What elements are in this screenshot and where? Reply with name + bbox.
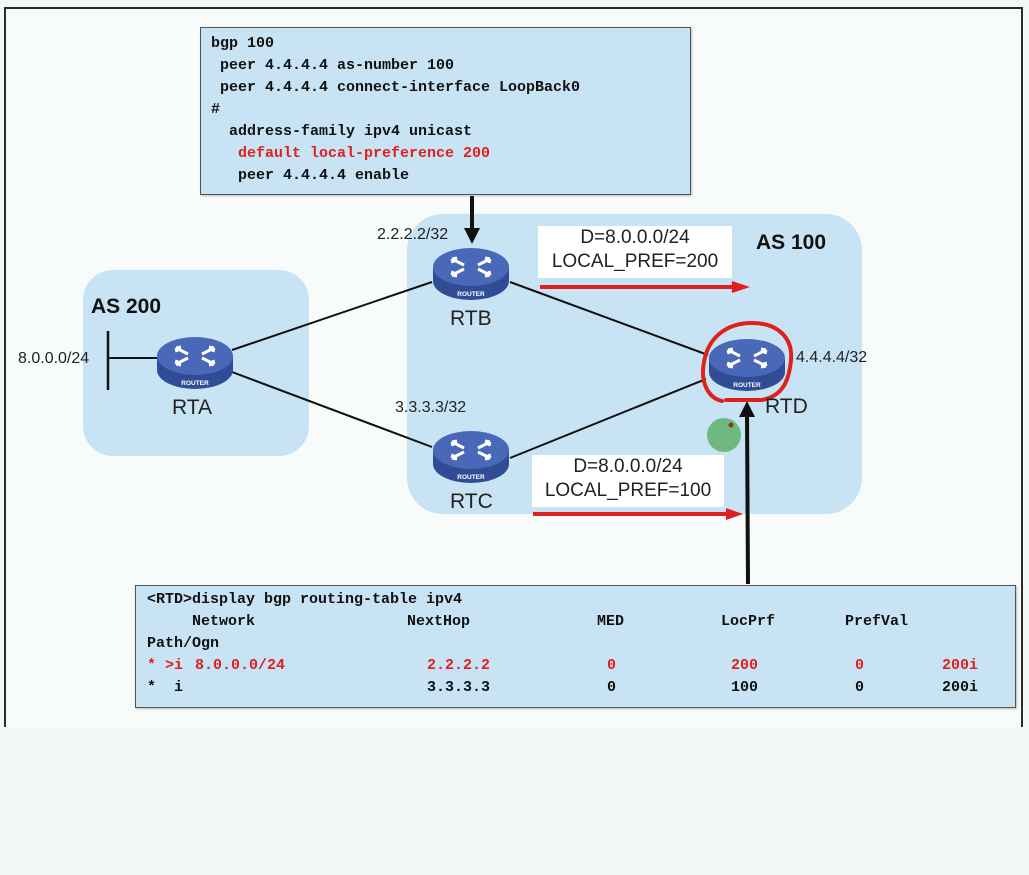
bgp-routing-table-box: <RTD>display bgp routing-table ipv4 Netw… xyxy=(135,585,1016,708)
router-label-text: ROUTER xyxy=(457,474,485,481)
router-rta-icon[interactable]: ROUTER xyxy=(154,334,236,392)
config-line: peer 4.4.4.4 as-number 100 xyxy=(211,57,455,74)
header-locprf: LocPrf xyxy=(721,613,776,630)
router-rtc-icon[interactable]: ROUTER xyxy=(430,428,512,486)
config-pointer-arrow xyxy=(464,196,480,244)
network-prefix-label: 8.0.0.0/24 xyxy=(18,350,90,367)
cell-locprf: 200 xyxy=(731,657,759,674)
router-label-text: ROUTER xyxy=(181,380,209,387)
cell-flags: * >i xyxy=(147,657,184,674)
advertisement-local-pref: LOCAL_PREF=200 xyxy=(551,251,719,272)
rtd-loopback-address: 4.4.4.4/32 xyxy=(796,349,868,366)
cell-locprf: 100 xyxy=(731,679,759,696)
cursor-dot xyxy=(728,422,734,428)
cell-prefval: 0 xyxy=(855,657,865,674)
router-rtb-name: RTB xyxy=(450,307,492,330)
config-line: bgp 100 xyxy=(211,35,275,52)
rtb-loopback-address: 2.2.2.2/32 xyxy=(377,226,449,243)
cell-med: 0 xyxy=(607,679,617,696)
table-pointer-arrow xyxy=(739,401,755,585)
router-rtb-icon[interactable]: ROUTER xyxy=(430,245,512,303)
header-network: Network xyxy=(192,613,256,630)
router-label-text: ROUTER xyxy=(457,291,485,298)
header-med: MED xyxy=(597,613,625,630)
config-line: address-family ipv4 unicast xyxy=(211,123,473,140)
cell-nexthop: 2.2.2.2 xyxy=(427,657,491,674)
advertisement-note-rtc: D=8.0.0.0/24 LOCAL_PREF=100 xyxy=(532,455,724,507)
routing-table-command: <RTD>display bgp routing-table ipv4 xyxy=(147,589,1004,611)
as100-label: AS 100 xyxy=(756,231,827,254)
advertisement-local-pref: LOCAL_PREF=100 xyxy=(544,480,712,501)
router-rtc-name: RTC xyxy=(450,490,493,513)
advertisement-note-rtb: D=8.0.0.0/24 LOCAL_PREF=200 xyxy=(538,226,732,278)
cell-med: 0 xyxy=(607,657,617,674)
cell-flags: * i xyxy=(147,679,184,696)
router-label-text: ROUTER xyxy=(733,382,761,389)
rtc-loopback-address: 3.3.3.3/32 xyxy=(395,399,467,416)
config-line: peer 4.4.4.4 enable xyxy=(211,167,410,184)
advertisement-dest: D=8.0.0.0/24 xyxy=(573,456,683,477)
advertisement-arrow-rtc xyxy=(533,508,743,520)
cell-path: 200i xyxy=(942,679,979,696)
link-rtb-rtd xyxy=(509,281,709,356)
command-text: <RTD>display bgp routing-table ipv4 xyxy=(147,591,463,608)
advertisement-arrow-rtb xyxy=(540,281,750,293)
advertisement-dest: D=8.0.0.0/24 xyxy=(580,227,690,248)
link-rta-rtc xyxy=(231,371,433,448)
link-rta-rtb xyxy=(231,281,433,351)
header-nexthop: NextHop xyxy=(407,613,471,630)
header-path: Path/Ogn xyxy=(147,635,220,652)
cell-network: 8.0.0.0/24 xyxy=(195,657,286,674)
table-row: * i 3.3.3.3 0 100 0 200i xyxy=(147,677,1004,699)
rtd-highlight-circle xyxy=(701,320,794,403)
routing-table-header-2: Path/Ogn xyxy=(147,633,1004,655)
config-line: peer 4.4.4.4 connect-interface LoopBack0 xyxy=(211,79,581,96)
cell-prefval: 0 xyxy=(855,679,865,696)
table-row: * >i 8.0.0.0/24 2.2.2.2 0 200 0 200i xyxy=(147,655,1004,677)
config-line-highlighted: default local-preference 200 xyxy=(211,145,491,162)
link-rtc-rtd xyxy=(509,378,707,459)
router-rtd-icon[interactable]: ROUTER xyxy=(706,336,788,394)
cell-nexthop: 3.3.3.3 xyxy=(427,679,491,696)
cursor-marker-icon xyxy=(707,418,741,452)
bgp-config-box: bgp 100 peer 4.4.4.4 as-number 100 peer … xyxy=(200,27,691,195)
as200-label: AS 200 xyxy=(91,295,162,318)
cell-path: 200i xyxy=(942,657,979,674)
topology-links xyxy=(106,196,794,585)
config-line: # xyxy=(211,101,221,118)
router-rta-name: RTA xyxy=(172,396,213,419)
router-rtd-name: RTD xyxy=(765,395,808,418)
header-prefval: PrefVal xyxy=(845,613,909,630)
routing-table-header: Network NextHop MED LocPrf PrefVal xyxy=(147,611,1004,633)
